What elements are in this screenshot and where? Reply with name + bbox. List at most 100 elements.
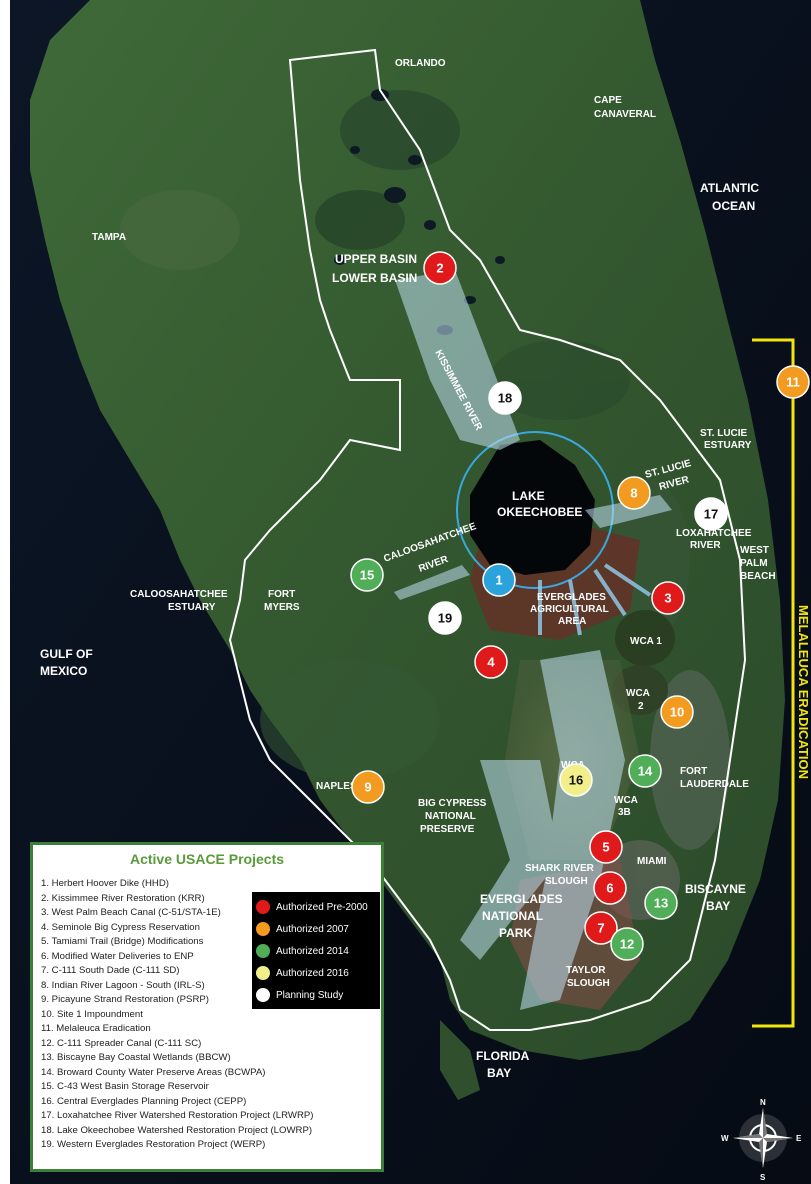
status-key-row: Authorized Pre-2000 xyxy=(256,896,376,918)
compass-east-label: E xyxy=(796,1134,802,1143)
shark-river-slough-label-1: SHARK RIVER xyxy=(525,863,595,874)
project-list-item: 15. C-43 West Basin Storage Reservoir xyxy=(41,1081,209,1092)
project-list-item: 2. Kissimmee River Restoration (KRR) xyxy=(41,892,205,904)
project-list-item: 17. Loxahatchee River Watershed Restorat… xyxy=(41,1110,314,1121)
caloosahatchee-estuary-label-2: ESTUARY xyxy=(168,602,216,613)
project-marker-1 xyxy=(482,563,516,597)
compass-north-label: N xyxy=(760,1098,766,1107)
project-list-item: 16. Central Everglades Planning Project … xyxy=(41,1095,247,1107)
status-key-row: Authorized 2007 xyxy=(256,918,376,940)
project-list-item: 14. Broward County Water Preserve Areas … xyxy=(41,1066,266,1078)
project-marker-number: 13 xyxy=(654,896,668,911)
status-dot-icon xyxy=(256,988,270,1002)
big-cypress-label-1: BIG CYPRESS xyxy=(418,798,487,809)
eaa-label-3: AREA xyxy=(558,616,586,627)
status-dot-icon xyxy=(256,944,270,958)
project-marker-15 xyxy=(350,558,384,592)
project-marker-16 xyxy=(559,763,593,797)
lake-okeechobee-label-2: OKEECHOBEE xyxy=(497,505,582,519)
gulf-of-mexico-label-2: MEXICO xyxy=(40,664,87,678)
biscayne-bay-label-2: BAY xyxy=(706,899,730,913)
project-marker-number: 10 xyxy=(670,705,684,720)
fort-myers-label-2: MYERS xyxy=(264,602,300,613)
enp-label-3: PARK xyxy=(499,926,532,940)
taylor-slough-label-1: TAYLOR xyxy=(566,965,606,976)
project-marker-number: 11 xyxy=(786,375,800,390)
enp-label-2: NATIONAL xyxy=(482,909,543,923)
tampa-label: TAMPA xyxy=(92,232,126,243)
project-marker-4 xyxy=(474,645,508,679)
project-marker-number: 18 xyxy=(498,391,512,406)
status-dot-icon xyxy=(256,922,270,936)
project-list-item: 13. Biscayne Bay Coastal Wetlands (BBCW) xyxy=(41,1052,231,1063)
project-marker-number: 3 xyxy=(664,591,671,606)
wca3b-label-1: WCA xyxy=(614,795,638,806)
keys-landmass xyxy=(440,1020,480,1100)
status-key-row: Authorized 2016 xyxy=(256,962,376,984)
wca3b-label-2: 3B xyxy=(618,807,631,818)
status-key-label: Authorized Pre-2000 xyxy=(276,901,368,913)
project-marker-14 xyxy=(628,754,662,788)
big-cypress-label-3: PRESERVE xyxy=(420,824,475,835)
st-lucie-estuary-label-1: ST. LUCIE xyxy=(700,428,748,439)
project-marker-number: 17 xyxy=(704,507,718,522)
loxahatchee-river-label-1: LOXAHATCHEE xyxy=(676,528,752,539)
project-marker-number: 7 xyxy=(597,921,604,936)
eaa-label-1: EVERGLADES xyxy=(537,592,606,603)
project-marker-number: 5 xyxy=(602,840,609,855)
florida-bay-label-2: BAY xyxy=(487,1066,511,1080)
project-list-item: 10. Site 1 Impoundment xyxy=(41,1008,143,1020)
status-dot-icon xyxy=(256,900,270,914)
project-marker-7 xyxy=(584,911,618,945)
project-list: 1. Herbert Hoover Dike (HHD) 2. Kissimmee… xyxy=(41,877,313,1153)
wca1-label: WCA 1 xyxy=(630,636,662,647)
project-marker-number: 4 xyxy=(487,655,495,670)
orlando-label: ORLANDO xyxy=(395,58,446,69)
project-marker-2 xyxy=(423,251,457,285)
project-marker-number: 8 xyxy=(630,486,637,501)
project-list-item: 12. C-111 Spreader Canal (C-111 SC) xyxy=(41,1037,202,1049)
status-key-label: Authorized 2007 xyxy=(276,923,349,935)
compass-west-label: W xyxy=(721,1134,729,1143)
fort-lauderdale-label-2: LAUDERDALE xyxy=(680,779,749,790)
wca2-label-1: WCA xyxy=(626,688,650,699)
big-cypress-label-2: NATIONAL xyxy=(425,811,476,822)
project-list-item: 11. Melaleuca Eradication xyxy=(41,1023,151,1034)
project-marker-19 xyxy=(428,601,462,635)
project-list-item: 8. Indian River Lagoon - South (IRL-S) xyxy=(41,979,205,991)
eaa-label-2: AGRICULTURAL xyxy=(530,604,609,615)
project-list-item: 18. Lake Okeechobee Watershed Restoratio… xyxy=(41,1124,313,1136)
status-key-label: Planning Study xyxy=(276,989,344,1001)
project-marker-number: 19 xyxy=(438,611,452,626)
project-marker-17 xyxy=(694,497,728,531)
project-marker-3 xyxy=(651,581,685,615)
st-lucie-estuary-label-2: ESTUARY xyxy=(704,440,752,451)
status-key-label: Authorized 2016 xyxy=(276,967,349,979)
loxahatchee-river-label-2: RIVER xyxy=(690,540,721,551)
fort-myers-label-1: FORT xyxy=(268,589,295,600)
project-boundary xyxy=(228,48,747,1031)
status-key-row: Authorized 2014 xyxy=(256,940,376,962)
project-marker-number: 1 xyxy=(495,573,502,588)
status-dot-icon xyxy=(256,966,270,980)
status-key-label: Authorized 2014 xyxy=(276,945,349,957)
cape-canaveral-label-1: CAPE xyxy=(594,95,622,106)
project-marker-number: 2 xyxy=(436,261,443,276)
project-marker-number: 12 xyxy=(620,937,634,952)
project-marker-9 xyxy=(351,770,385,804)
florida-bay-label-1: FLORIDA xyxy=(476,1049,530,1063)
flow-arrows-eaa xyxy=(538,563,652,636)
project-marker-number: 9 xyxy=(364,780,371,795)
project-list-item: 1. Herbert Hoover Dike (HHD) xyxy=(41,878,169,889)
project-marker-18 xyxy=(488,381,522,415)
flow-arrows xyxy=(394,270,672,1010)
project-marker-5 xyxy=(589,830,623,864)
compass-rose: N S E W xyxy=(721,1098,802,1182)
biscayne-bay-label-1: BISCAYNE xyxy=(685,882,746,896)
caloosahatchee-estuary-label-1: CALOOSAHATCHEE xyxy=(130,589,228,600)
enp-label-1: EVERGLADES xyxy=(480,892,563,906)
lake-okeechobee xyxy=(470,440,595,575)
taylor-slough-label-2: SLOUGH xyxy=(567,978,610,989)
